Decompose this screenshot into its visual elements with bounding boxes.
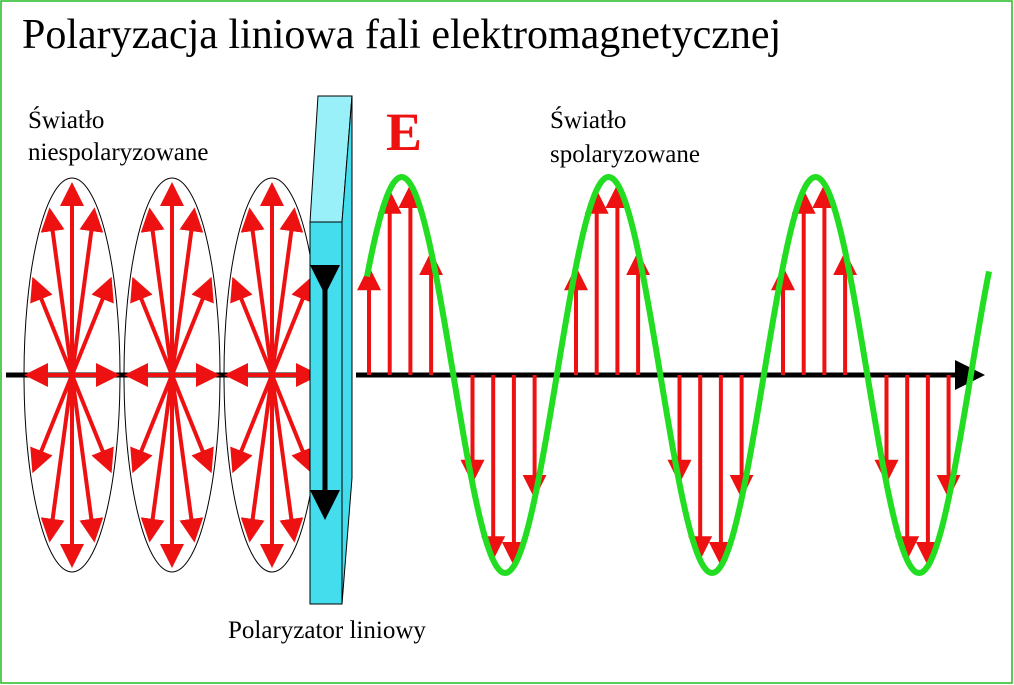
radial-arrow	[230, 374, 274, 474]
radial-arrow	[70, 207, 104, 376]
radial-arrow	[170, 276, 214, 376]
radial-arrow	[70, 276, 114, 376]
radial-arrow	[40, 374, 74, 543]
label-polarized-line2: spolaryzowane	[550, 141, 700, 168]
radial-arrow	[240, 374, 274, 543]
label-polarizer: Polaryzator liniowy	[228, 617, 426, 644]
polarizer-plate	[309, 95, 353, 605]
radial-arrow	[40, 207, 74, 376]
radial-arrow	[130, 276, 174, 376]
radial-arrow	[270, 207, 304, 376]
radial-arrow	[270, 374, 304, 543]
radial-arrow	[170, 374, 204, 543]
label-unpolarized-line2: niespolaryzowane	[28, 139, 208, 166]
radial-arrow	[270, 374, 314, 474]
radial-arrow	[130, 374, 174, 474]
label-electric-field: E	[386, 102, 422, 162]
radial-arrow	[70, 374, 104, 543]
radial-arrow	[30, 276, 74, 376]
radial-arrow	[170, 374, 214, 474]
radial-arrow	[270, 276, 314, 376]
radial-arrow	[240, 207, 274, 376]
polarized-field-vectors	[357, 184, 961, 566]
diagram-title: Polaryzacja liniowa fali elektromagnetyc…	[22, 12, 781, 58]
radial-arrow	[30, 374, 74, 474]
radial-arrow	[140, 374, 174, 543]
unpolarized-field-vectors	[24, 182, 320, 568]
radial-arrow	[170, 207, 204, 376]
polarized-wave	[364, 173, 992, 577]
radial-arrow	[70, 374, 114, 474]
radial-arrow	[140, 207, 174, 376]
label-unpolarized-line1: Światło	[28, 106, 104, 134]
label-polarized-line1: Światło	[550, 106, 626, 134]
radial-arrow	[230, 276, 274, 376]
